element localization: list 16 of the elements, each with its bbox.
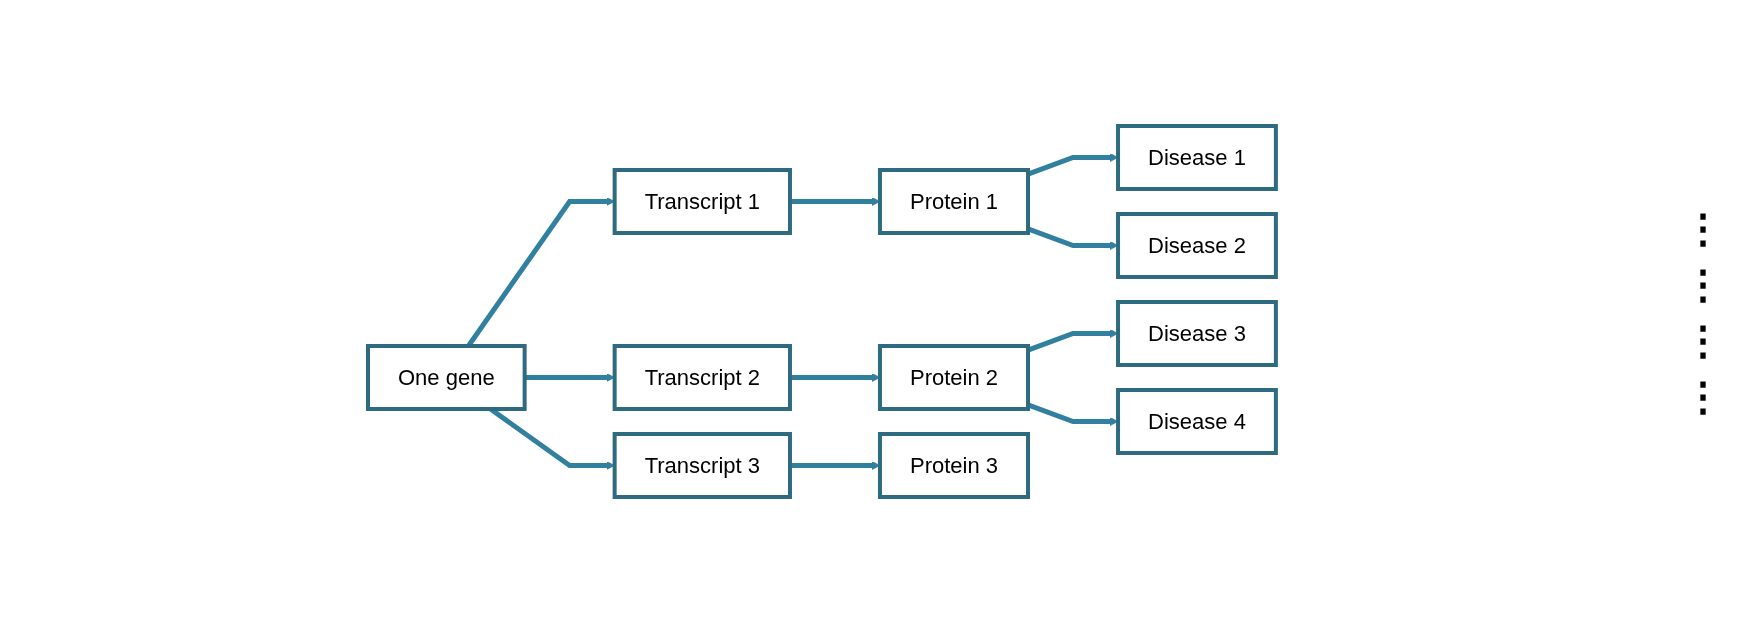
ellipsis-mark: ⋮ [1683, 372, 1723, 419]
node-box: Protein 1 [877, 168, 1030, 235]
node-box: Disease 4 [1115, 388, 1278, 455]
node-box: Disease 3 [1115, 300, 1278, 367]
node-box: Disease 2 [1115, 212, 1278, 279]
node-box: Disease 1 [1115, 124, 1278, 191]
node-box: Transcript 2 [612, 344, 792, 411]
node-box: One gene [365, 344, 527, 411]
arrow [524, 373, 615, 382]
ellipsis-mark: ⋮ [1683, 260, 1723, 307]
node-box: Transcript 3 [612, 432, 792, 499]
node-box: Transcript 1 [612, 168, 792, 235]
node-box: Protein 2 [877, 344, 1030, 411]
ellipsis-mark: ⋮ [1683, 316, 1723, 363]
node-box: Protein 3 [877, 432, 1030, 499]
ellipsis-mark: ⋮ [1683, 204, 1723, 251]
